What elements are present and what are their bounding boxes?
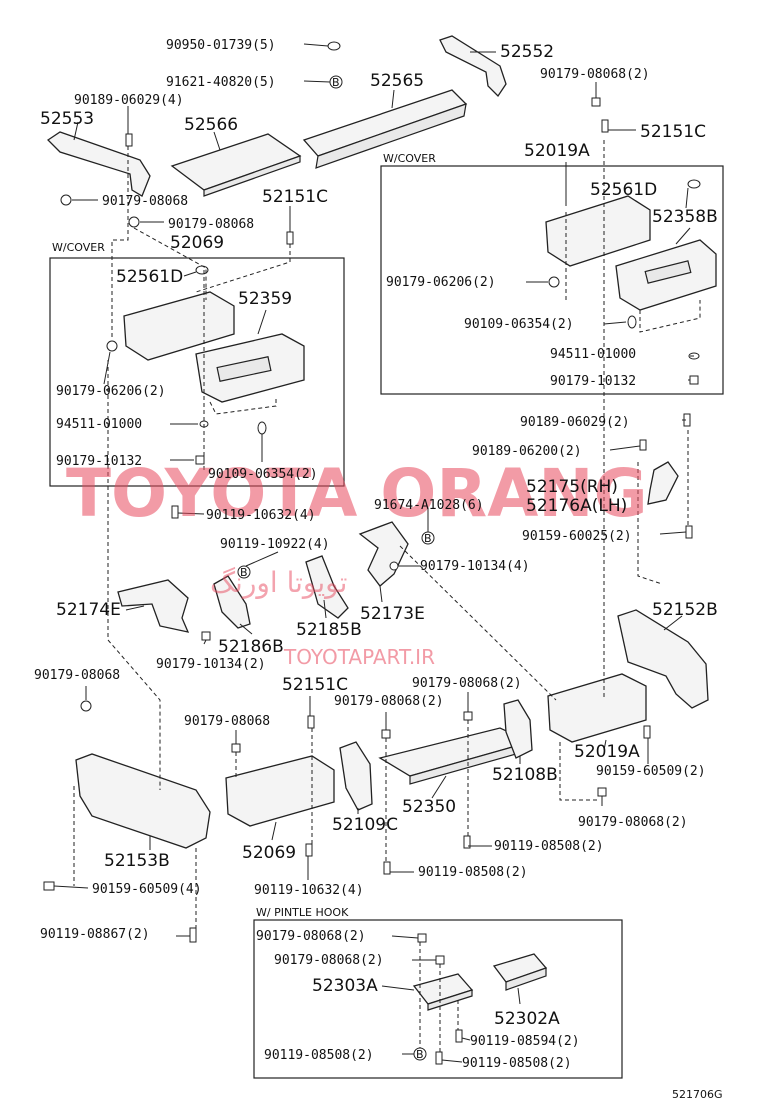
label-52350: 52350 [402, 797, 456, 817]
label-52153b: 52153B [104, 851, 170, 871]
label-52151c-top: 52151C [640, 122, 706, 142]
label-52561d-right: 52561D [590, 180, 657, 200]
part-52069-lower [225, 755, 335, 827]
label-90159-60025: 90159-60025(2) [522, 529, 632, 544]
label-90179-10134-2: 90179-10134(2) [156, 657, 266, 672]
label-52553: 52553 [40, 109, 94, 129]
label-52185b: 52185B [296, 620, 362, 640]
label-52176a-lh: 52176A(LH) [526, 496, 627, 516]
label-90179-08068-g: 90179-08068(2) [578, 815, 688, 830]
label-52552: 52552 [500, 42, 554, 62]
cover-box-right [380, 165, 724, 395]
label-52019a-lower: 52019A [574, 742, 640, 762]
svg-text:B: B [424, 532, 432, 545]
label-90179-08068-h: 90179-08068(2) [256, 929, 366, 944]
label-90119-08508-a: 90119-08508(2) [494, 839, 604, 854]
label-90119-08508-b: 90119-08508(2) [418, 865, 528, 880]
watermark-site: TOYOTAPART.IR [283, 645, 435, 669]
part-52019a-lower [547, 673, 647, 743]
label-90119-08867: 90119-08867(2) [40, 927, 150, 942]
label-90119-10922: 90119-10922(4) [220, 537, 330, 552]
part-52553-strip [46, 131, 151, 197]
part-52108b-bracket [503, 699, 533, 759]
part-52153b-end-cap [75, 753, 211, 849]
part-52173e-bracket [358, 521, 409, 587]
label-90119-10632-upper: 90119-10632(4) [206, 508, 316, 523]
label-52359: 52359 [238, 289, 292, 309]
svg-text:B: B [332, 76, 340, 89]
part-52186b-bracket [213, 575, 251, 629]
leader-lines [53, 43, 694, 1063]
label-94511-01000-left: 94511-01000 [56, 417, 142, 432]
label-90179-06206-right: 90179-06206(2) [386, 275, 496, 290]
part-52019a-upper-right [545, 195, 651, 267]
label-90189-06200: 90189-06200(2) [472, 444, 582, 459]
part-52175-bracket [647, 461, 679, 505]
pintle-hook-title: W/ PINTLE HOOK [256, 906, 349, 919]
label-90109-06354-right: 90109-06354(2) [464, 317, 574, 332]
label-90179-06206-left: 90179-06206(2) [56, 384, 166, 399]
label-52174e: 52174E [56, 600, 121, 620]
label-90179-08068-top: 90179-08068(2) [540, 67, 650, 82]
label-90179-10132-right: 90179-10132 [550, 374, 636, 389]
part-52174e-bracket [117, 579, 190, 633]
label-91621-40820: 91621-40820(5) [166, 75, 276, 90]
part-52109c-bracket [339, 741, 373, 811]
label-90119-08508-c: 90119-08508(2) [264, 1048, 374, 1063]
watermark-persian: تویوتا اورنگ [210, 566, 347, 599]
label-90109-06354-left: 90109-06354(2) [208, 467, 318, 482]
label-90189-06029-4: 90189-06029(4) [74, 93, 184, 108]
label-90179-08068-e: 90179-08068(2) [334, 694, 444, 709]
label-52109c: 52109C [332, 815, 398, 835]
svg-text:B: B [416, 1048, 424, 1061]
label-52152b: 52152B [652, 600, 718, 620]
label-90179-08068-a: 90179-08068 [102, 194, 188, 209]
label-52173e: 52173E [360, 604, 425, 624]
label-90179-08068-f: 90179-08068 [184, 714, 270, 729]
label-90119-08594: 90119-08594(2) [470, 1034, 580, 1049]
label-52151c-mid: 52151C [262, 187, 328, 207]
label-91674-a1028: 91674-A1028(6) [374, 498, 484, 513]
label-90189-06029-2: 90189-06029(2) [520, 415, 630, 430]
label-90179-08068-b: 90179-08068 [168, 217, 254, 232]
label-52358b: 52358B [652, 207, 718, 227]
label-94511-01000-right: 94511-01000 [550, 347, 636, 362]
part-52552-strip [439, 35, 507, 98]
label-90119-08508-d: 90119-08508(2) [462, 1056, 572, 1071]
part-52185b-bracket [305, 555, 349, 619]
label-52561d-left: 52561D [116, 267, 183, 287]
watermark-brand: TOYOTA ORANG [66, 455, 648, 532]
label-90179-08068-d: 90179-08068(2) [412, 676, 522, 691]
label-52186b: 52186B [218, 637, 284, 657]
label-90179-08068-i: 90179-08068(2) [274, 953, 384, 968]
label-52019a-upper: 52019A [524, 141, 590, 161]
cover-left-title: W/COVER [52, 241, 105, 254]
label-90179-08068-c: 90179-08068 [34, 668, 120, 683]
label-52566: 52566 [184, 115, 238, 135]
label-90159-60509-4: 90159-60509(4) [92, 882, 202, 897]
label-90179-10134-4: 90179-10134(4) [420, 559, 530, 574]
part-52152b-end-cap [617, 609, 709, 709]
label-90179-10132-left: 90179-10132 [56, 454, 142, 469]
label-52303a: 52303A [312, 976, 378, 996]
svg-text:B: B [240, 566, 248, 579]
label-90119-10632-lower: 90119-10632(4) [254, 883, 364, 898]
part-52069-upper-left [123, 291, 235, 361]
label-52565: 52565 [370, 71, 424, 91]
pintle-hook-box [253, 919, 623, 1079]
cover-box-left [49, 257, 345, 487]
label-90159-60509-2: 90159-60509(2) [596, 764, 706, 779]
label-52069-lower: 52069 [242, 843, 296, 863]
part-labels: 90950-01739(5) 52552 91621-40820(5) 5256… [34, 38, 718, 1071]
alignment-lines [73, 140, 701, 1052]
label-52108b: 52108B [492, 765, 558, 785]
label-90950-01739: 90950-01739(5) [166, 38, 276, 53]
label-52175-rh: 52175(RH) [526, 477, 618, 497]
label-52069-upper: 52069 [170, 233, 224, 253]
diagram-code: 521706G [672, 1088, 723, 1101]
label-52151c-lower: 52151C [282, 675, 348, 695]
cover-right-title: W/COVER [383, 152, 436, 165]
label-52302a: 52302A [494, 1009, 560, 1029]
